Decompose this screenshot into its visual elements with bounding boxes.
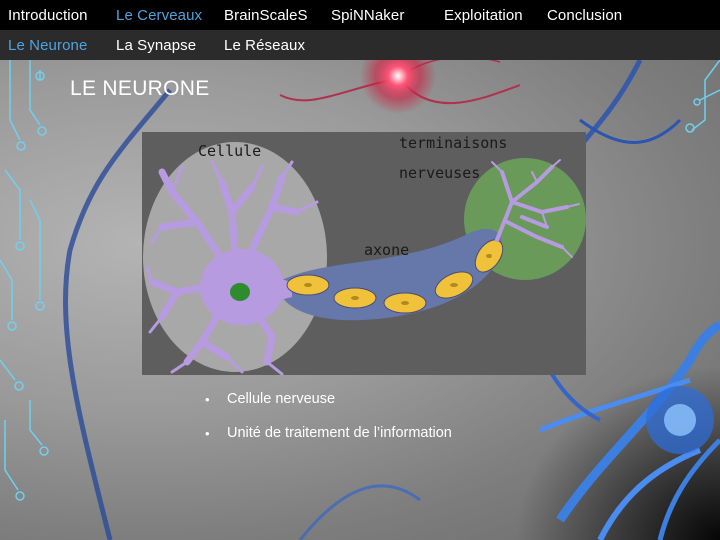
blue-fiber [597,447,702,540]
nav-item-conclusion[interactable]: Conclusion [547,6,623,24]
blue-fiber [579,118,682,144]
label-cellule: Cellule [198,142,262,160]
subnav-item-la-synapse[interactable]: La Synapse [116,36,197,54]
dendrite-branches [145,160,319,375]
nav-item-brainscales[interactable]: BrainScaleS [224,6,308,24]
label-axone: axone [364,241,410,259]
bullet-text: Unité de traitement de l’information [227,425,452,441]
blue-neuron-core [664,404,696,436]
bullet-list: • Cellule nerveuse • Unité de traitement… [205,382,452,450]
label-terminaisons: terminaisons [399,134,508,152]
subnav-item-le-reseaux[interactable]: Le Réseaux [224,36,306,54]
label-nerveuses: nerveuses [399,164,481,182]
primary-nav: Introduction Le Cerveaux BrainScaleS Spi… [0,0,720,30]
nav-item-le-cerveaux[interactable]: Le Cerveaux [116,6,203,24]
bullet-dot-icon: • [205,391,210,407]
neuron-diagram [143,142,586,375]
subnav-item-le-neurone[interactable]: Le Neurone [8,36,88,54]
blue-fiber [298,484,421,540]
nav-item-spinnaker[interactable]: SpiNNaker [331,6,405,24]
nav-item-exploitation[interactable]: Exploitation [444,6,523,24]
axon-terminal-branches [491,159,580,258]
myelin-marks [304,254,492,305]
circuit-traces-right [685,59,720,133]
blue-fiber [539,377,691,433]
page-title: LE NEURONE [70,77,210,100]
nav-item-introduction[interactable]: Introduction [8,6,88,24]
blue-fiber [657,438,720,540]
secondary-nav: Le Neurone La Synapse Le Réseaux [0,30,720,60]
bullet-dot-icon: • [205,425,210,441]
circuit-traces-left [0,60,49,501]
bullet-item: • Cellule nerveuse [205,382,452,416]
bullet-text: Cellule nerveuse [227,391,336,407]
blue-fiber [63,88,172,540]
nucleus [230,283,250,301]
bullet-item: • Unité de traitement de l’information [205,416,452,450]
